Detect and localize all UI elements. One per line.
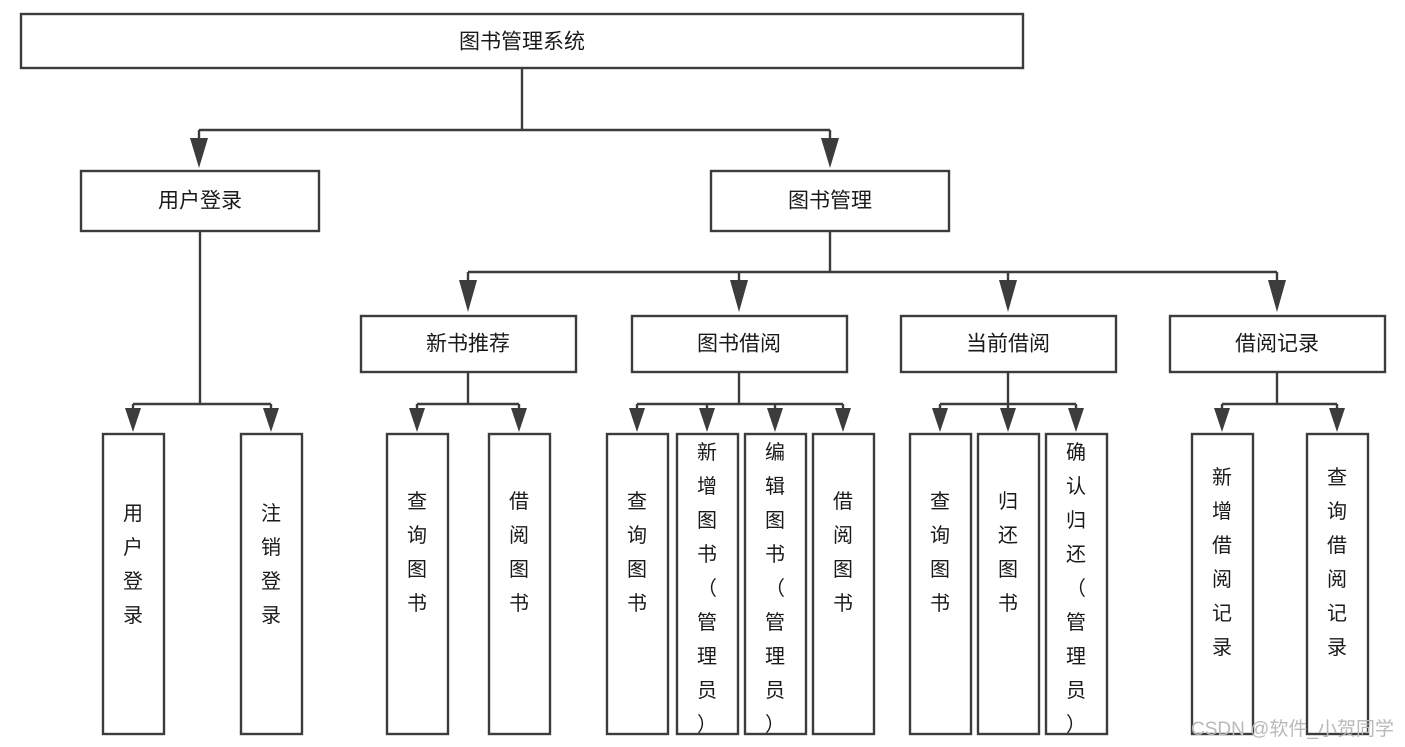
arrow-to-book-borrow [730, 280, 748, 312]
node-book-manage[interactable]: 图书管理 [709, 169, 951, 233]
leaf-new-book-recommend-2[interactable]: 借阅图书 [487, 432, 552, 736]
leaf-current-borrow-2[interactable]: 归还图书 [976, 432, 1041, 736]
leaf-box[interactable] [487, 432, 552, 736]
leaf-current-borrow-3[interactable]: 确认归还（管理员） [1044, 432, 1109, 736]
new-book-recommend-box[interactable] [359, 314, 578, 374]
leaf-label: 归还图书 [998, 490, 1018, 615]
arrow-to-new-book-recommend [459, 280, 477, 312]
leaf-label: 借阅图书 [509, 490, 529, 615]
leaf-label: 查询图书 [627, 490, 647, 615]
book-borrow-label: 图书借阅 [697, 333, 781, 356]
node-new-book-recommend[interactable]: 新书推荐 [359, 314, 578, 374]
leaf-user-login-1[interactable]: 用户登录 [101, 432, 166, 736]
leaf-label: 借阅图书 [833, 490, 853, 615]
leaf-label: 确认归还（管理员） [1066, 441, 1086, 736]
arrow-to-leaf-newbook-2 [511, 408, 527, 432]
leaf-label: 查询图书 [930, 490, 950, 615]
arrow-to-leaf-bookborrow-1 [629, 408, 645, 432]
leaf-borrow-record-2[interactable]: 查询借阅记录 [1305, 432, 1370, 736]
arrow-to-leaf-currentborrow-1 [932, 408, 948, 432]
leaf-box[interactable] [239, 432, 304, 736]
leaf-box[interactable] [976, 432, 1041, 736]
leaf-label: 用户登录 [123, 503, 143, 627]
current-borrow-box[interactable] [899, 314, 1118, 374]
arrow-to-leaf-user-login-2 [263, 408, 279, 432]
arrow-to-leaf-currentborrow-2 [1000, 408, 1016, 432]
leaf-book-borrow-1[interactable]: 查询图书 [605, 432, 670, 736]
leaf-box[interactable] [811, 432, 876, 736]
leaf-box[interactable] [101, 432, 166, 736]
leaf-label: 新增图书（管理员） [697, 441, 717, 736]
borrow-record-box[interactable] [1168, 314, 1387, 374]
leaf-new-book-recommend-1[interactable]: 查询图书 [385, 432, 450, 736]
leaf-borrow-record-1[interactable]: 新增借阅记录 [1190, 432, 1255, 736]
arrow-to-leaf-newbook-1 [409, 408, 425, 432]
leaf-box[interactable] [743, 432, 808, 736]
leaf-label: 编辑图书（管理员） [765, 441, 785, 736]
root-label: 图书管理系统 [459, 31, 585, 54]
node-root[interactable]: 图书管理系统 [19, 12, 1025, 70]
leaf-box[interactable] [1190, 432, 1255, 736]
arrow-to-leaf-borrowrecord-2 [1329, 408, 1345, 432]
current-borrow-label: 当前借阅 [966, 333, 1050, 356]
node-book-borrow[interactable]: 图书借阅 [630, 314, 849, 374]
arrow-to-leaf-bookborrow-2 [699, 408, 715, 432]
leaf-box[interactable] [908, 432, 973, 736]
borrow-record-label: 借阅记录 [1235, 333, 1319, 356]
arrow-to-user-login [190, 138, 208, 168]
leaf-box[interactable] [1305, 432, 1370, 736]
leaf-book-borrow-4[interactable]: 借阅图书 [811, 432, 876, 736]
leaf-user-login-2[interactable]: 注销登录 [239, 432, 304, 736]
book-manage-box[interactable] [709, 169, 951, 233]
leaf-box[interactable] [675, 432, 740, 736]
arrow-to-current-borrow [999, 280, 1017, 312]
leaf-box[interactable] [1044, 432, 1109, 736]
node-borrow-record[interactable]: 借阅记录 [1168, 314, 1387, 374]
node-user-login[interactable]: 用户登录 [79, 169, 321, 233]
arrow-to-leaf-user-login-1 [125, 408, 141, 432]
leaf-label: 查询借阅记录 [1327, 466, 1347, 659]
leaf-box[interactable] [385, 432, 450, 736]
arrow-to-leaf-bookborrow-3 [767, 408, 783, 432]
arrow-to-leaf-currentborrow-3 [1068, 408, 1084, 432]
arrow-to-book-manage [821, 138, 839, 168]
root-box[interactable] [19, 12, 1025, 70]
leaf-label: 查询图书 [407, 490, 427, 615]
user-login-label: 用户登录 [158, 190, 242, 213]
leaf-current-borrow-1[interactable]: 查询图书 [908, 432, 973, 736]
arrow-to-leaf-bookborrow-4 [835, 408, 851, 432]
leaf-label: 注销登录 [261, 502, 281, 627]
book-manage-label: 图书管理 [788, 190, 872, 213]
node-current-borrow[interactable]: 当前借阅 [899, 314, 1118, 374]
leaf-book-borrow-3[interactable]: 编辑图书（管理员） [743, 432, 808, 736]
csdn-watermark: CSDN @软件_小贺同学 [1191, 718, 1394, 740]
book-borrow-box[interactable] [630, 314, 849, 374]
arrow-to-borrow-record [1268, 280, 1286, 312]
leaf-box[interactable] [605, 432, 670, 736]
arrow-to-leaf-borrowrecord-1 [1214, 408, 1230, 432]
leaf-book-borrow-2[interactable]: 新增图书（管理员） [675, 432, 740, 736]
leaf-label: 新增借阅记录 [1212, 466, 1232, 659]
new-book-recommend-label: 新书推荐 [426, 333, 510, 356]
